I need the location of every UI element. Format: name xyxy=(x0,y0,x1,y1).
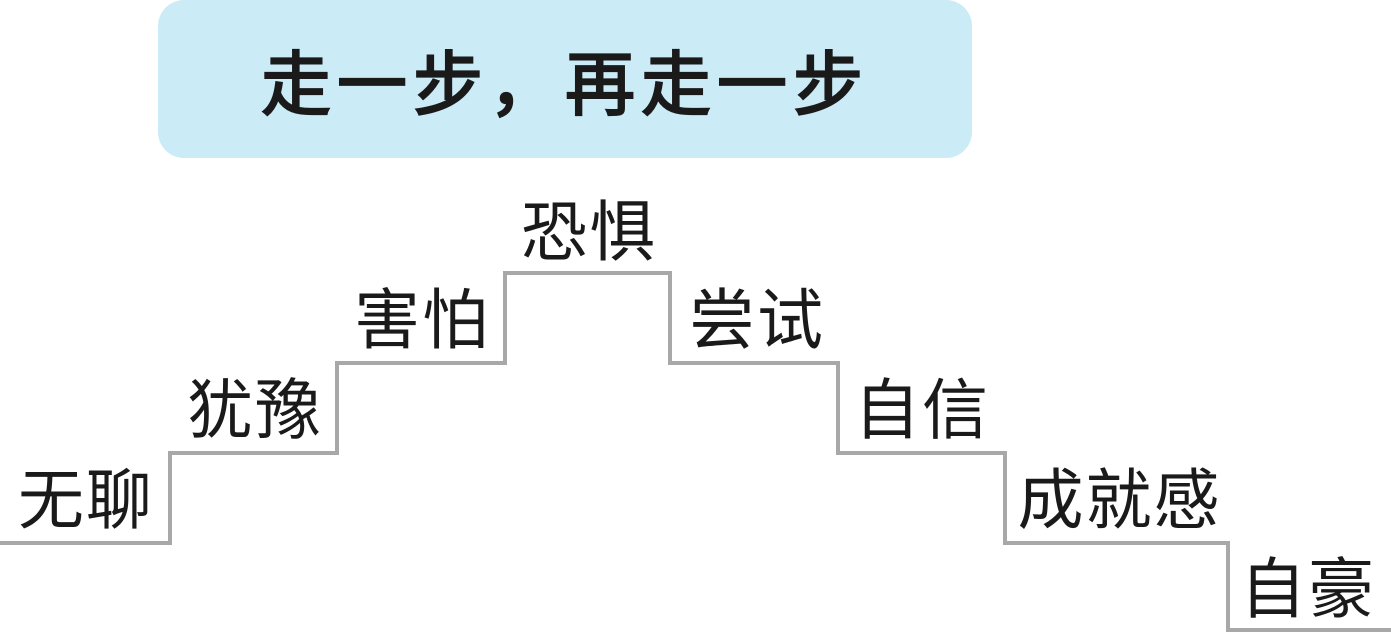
step-label-3: 恐惧 xyxy=(521,194,657,271)
title: 走一步，再走一步 xyxy=(261,43,869,126)
staircase-line xyxy=(0,271,1391,632)
step-label-6: 成就感 xyxy=(1017,462,1222,539)
title-banner: 走一步，再走一步 xyxy=(158,0,972,158)
step-label-0: 无聊 xyxy=(18,462,154,539)
step-label-5: 自信 xyxy=(854,372,990,449)
step-label-7: 自豪 xyxy=(1240,551,1376,628)
step-label-4: 尝试 xyxy=(689,282,825,359)
step-label-2: 害怕 xyxy=(354,282,490,359)
step-label-1: 犹豫 xyxy=(187,372,323,449)
